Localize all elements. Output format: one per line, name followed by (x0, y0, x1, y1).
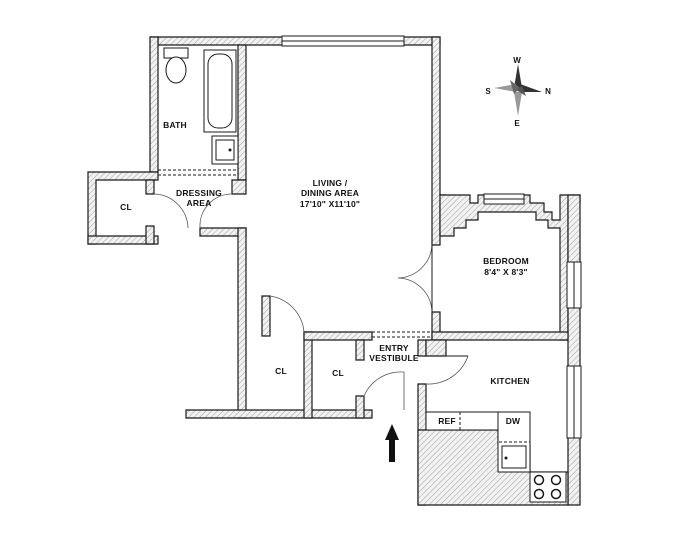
room-label-entry-2: VESTIBULE (369, 353, 419, 363)
room-dims-living: 17'10" X11'10" (300, 199, 360, 209)
room-label-kitchen: KITCHEN (490, 376, 529, 386)
room-dims-bedroom: 8'4" X 8'3" (484, 267, 528, 277)
wall-bottom-closets (185, 409, 373, 419)
wall-bedroom-right (567, 194, 581, 506)
wall-bath-left (149, 36, 159, 173)
fixture-label-ref: REF (438, 416, 456, 426)
door-bedroom-upper (397, 244, 433, 279)
room-label-closet-middle: CL (275, 366, 287, 376)
compass-south-label: S (485, 87, 491, 96)
room-label-bedroom: BEDROOM (483, 256, 529, 266)
arrow-up-icon (385, 424, 399, 462)
door-dressing-right (199, 193, 233, 229)
door-closet-middle (269, 295, 305, 333)
wall-closet-door-jamb (261, 295, 271, 337)
wall-bath-right (237, 44, 247, 181)
room-label-closet-left: CL (120, 202, 132, 212)
toilet (163, 47, 189, 84)
wall-dressing-left-div (145, 179, 155, 195)
bath-sink (211, 135, 239, 165)
compass-rose-icon (494, 64, 542, 116)
kitchen-counter (425, 411, 531, 473)
door-entry-closet (363, 371, 405, 397)
room-label-dressing-1: DRESSING (176, 188, 222, 198)
wall-living-left-lower (237, 227, 247, 419)
wall-closet-left-bottom (87, 235, 159, 245)
compass-west-label: W (513, 56, 521, 65)
wall-closet-left-div-lower (145, 225, 155, 245)
door-kitchen (425, 355, 469, 385)
compass-north-label: N (545, 87, 551, 96)
bathtub (203, 49, 237, 133)
room-label-living-2: DINING AREA (301, 188, 359, 198)
fixture-label-dw: DW (506, 416, 521, 426)
room-label-closet-entry: CL (332, 368, 344, 378)
stove (529, 471, 567, 503)
wall-closet-middle-top (303, 331, 373, 341)
wall-closet-middle-right (303, 331, 313, 419)
wall-kitchen-top (431, 331, 569, 341)
room-label-entry-1: ENTRY (379, 343, 409, 353)
door-bedroom-lower (397, 277, 433, 313)
wall-kitchen-top-left (425, 339, 447, 357)
wall-entry-right (417, 339, 427, 357)
door-closet-left (153, 193, 189, 229)
wall-dressing-right-div (231, 179, 247, 195)
room-label-bath: BATH (163, 120, 187, 130)
wall-entry-closet-right (355, 339, 365, 361)
wall-entry-closet-right-lower (355, 395, 365, 419)
room-label-dressing-2: AREA (187, 198, 212, 208)
room-label-living-1: LIVING / (313, 178, 348, 188)
compass-east-label: E (514, 119, 520, 128)
